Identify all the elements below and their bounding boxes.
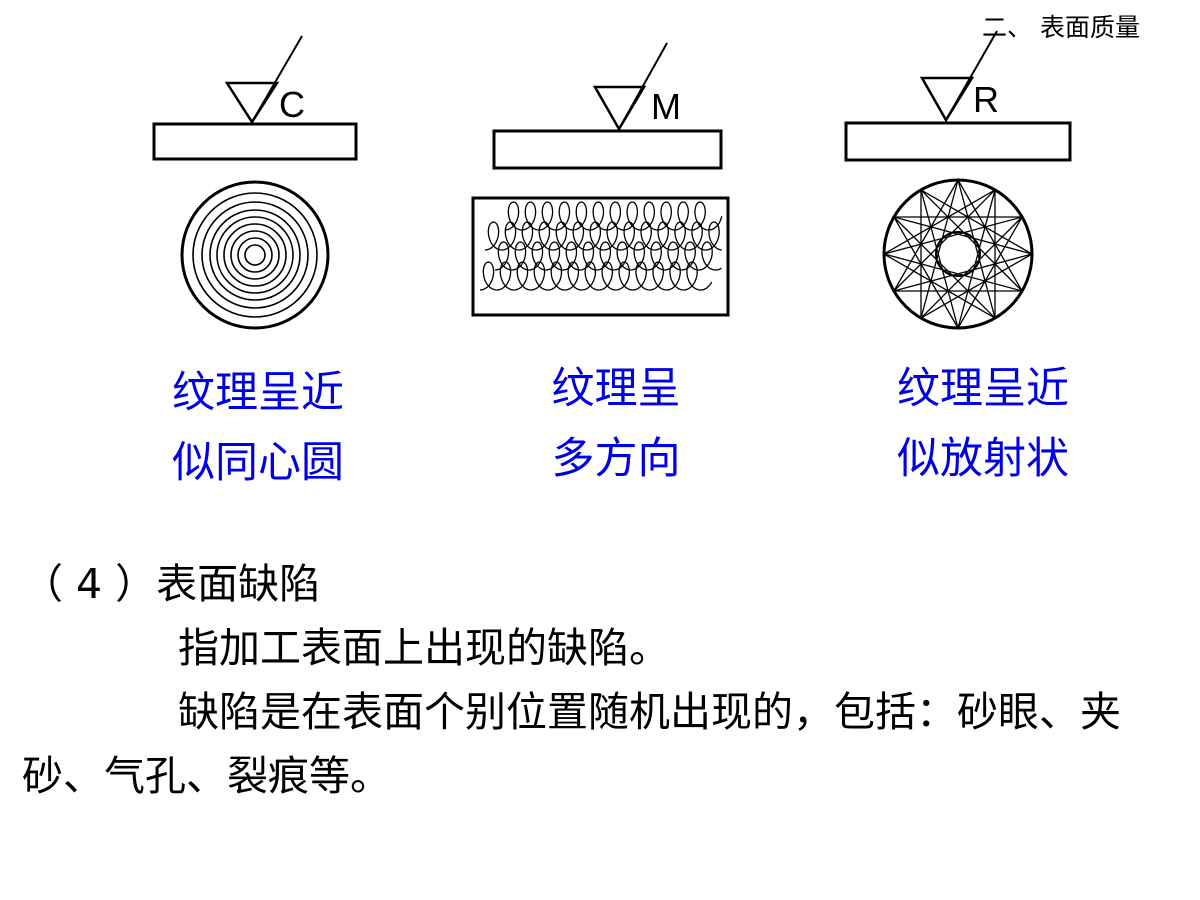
section-heading: （ 4 ）表面缺陷: [22, 560, 321, 608]
concentric-ring: [216, 216, 294, 294]
lay-symbol-letter: C: [279, 84, 305, 125]
caption-multidirectional-lay: 纹理呈 多方向: [506, 354, 726, 494]
caption-radial-lay: 纹理呈近 似放射状: [873, 354, 1093, 494]
radial-chord: [957, 179, 996, 319]
radial-chord: [957, 216, 1023, 329]
loop-row: [504, 201, 723, 231]
figure-multidirectional-lay: M: [471, 42, 730, 317]
lay-symbol-triangle: [592, 85, 647, 132]
concentric-rings: [192, 192, 318, 318]
caption-circular-lay: 纹理呈近 似同心圆: [148, 358, 368, 498]
concentric-ring: [223, 223, 287, 287]
concentric-ring: [244, 244, 266, 266]
lay-symbol-leader: [251, 35, 303, 123]
caption-line-2: 多方向: [551, 434, 681, 484]
caption-line-2: 似放射状: [897, 434, 1069, 484]
radial-chords: [883, 179, 1033, 329]
workpiece-block: [492, 129, 723, 170]
radial-chord: [893, 179, 959, 292]
radial-chord: [893, 189, 996, 292]
slide-header: 二、 表面质量: [982, 13, 1140, 42]
radial-chord: [883, 189, 996, 255]
loop-row: [484, 221, 722, 251]
radial-chord: [883, 253, 996, 319]
workpiece-outline-rect: [471, 196, 730, 317]
lay-symbol-letter: R: [973, 79, 999, 120]
lay-symbol-leader: [945, 30, 998, 121]
paragraph-definition: 指加工表面上出现的缺陷。: [178, 624, 670, 672]
workpiece-outline-circle: [882, 178, 1034, 330]
concentric-ring: [192, 192, 318, 318]
radial-chord: [920, 189, 1033, 255]
caption-line-2: 似同心圆: [172, 438, 344, 488]
lay-pattern-figures: C M R: [152, 30, 1072, 330]
concentric-ring: [201, 201, 309, 309]
center-hub-circle: [935, 231, 981, 277]
loop-row: [479, 261, 713, 291]
lay-symbol-triangle: [919, 76, 975, 123]
radial-chord: [883, 216, 1023, 255]
workpiece-block: [844, 121, 1072, 162]
radial-chord: [920, 216, 1023, 319]
caption-line-1: 纹理呈近: [172, 368, 344, 418]
workpiece-outline-circle: [180, 180, 330, 330]
radial-chord: [957, 189, 996, 329]
figure-radial-lay: R: [844, 30, 1072, 330]
radial-chord: [957, 179, 1023, 292]
paragraph-defect-types: 缺陷是在表面个别位置随机出现的，包括：砂眼、夹砂、气孔、裂痕等。: [22, 688, 1121, 800]
radial-chord: [920, 253, 1033, 319]
radial-chord: [893, 216, 959, 329]
radial-chord: [920, 189, 959, 329]
radial-chord: [893, 216, 996, 319]
multidirectional-loops: [479, 201, 723, 291]
radial-chord: [883, 253, 1023, 292]
workpiece-block: [152, 122, 358, 161]
concentric-ring: [209, 209, 301, 301]
radial-chord: [893, 216, 1033, 255]
radial-chord: [893, 253, 1033, 292]
radial-chord: [920, 179, 959, 319]
figure-circular-lay: C: [152, 35, 358, 330]
radial-chord: [920, 189, 1023, 292]
lay-symbol-triangle: [224, 81, 280, 125]
caption-line-1: 纹理呈近: [897, 364, 1069, 414]
concentric-ring: [230, 230, 280, 280]
concentric-ring: [237, 237, 273, 273]
lay-symbol-leader: [618, 42, 668, 130]
lay-symbol-letter: M: [651, 86, 681, 127]
caption-line-1: 纹理呈: [551, 364, 681, 414]
